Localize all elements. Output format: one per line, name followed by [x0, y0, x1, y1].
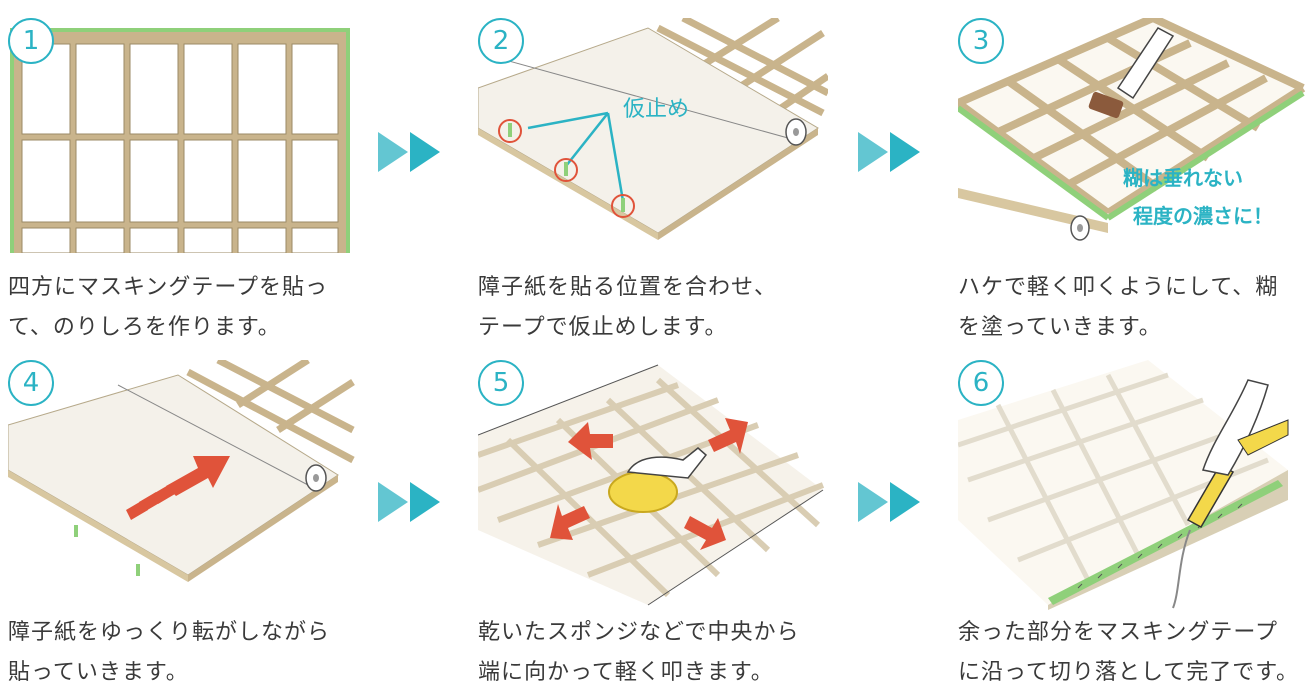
next-step-arrow-icon [858, 482, 920, 522]
step-5-illustration [478, 364, 825, 606]
step-3-note-line-1: 糊は垂れない [1123, 166, 1243, 190]
step-2-caption: 障子紙を貼る位置を合わせ、 テープで仮止めします。 [478, 268, 777, 348]
step-3: 糊は垂れない 程度の濃さに！ 3 ハケで軽く叩くようにして、糊 を塗っていきます… [958, 18, 1308, 348]
step-4: 4 障子紙をゆっくり転がしながら 貼っていきます。 [8, 360, 358, 695]
step-6-caption: 余った部分をマスキングテープ に沿って切り落として完了です。 [958, 613, 1299, 693]
caption-line: に沿って切り落として完了です。 [958, 660, 1300, 685]
step-6-illustration [958, 360, 1289, 610]
step-6: 6 余った部分をマスキングテープ に沿って切り落として完了です。 [958, 360, 1308, 695]
caption-line: 四方にマスキングテープを貼っ [8, 275, 329, 300]
step-number-badge: 2 [478, 18, 524, 64]
step-5: 5 乾いたスポンジなどで中央から 端に向かって軽く叩きます。 [478, 360, 838, 695]
caption-line: 端に向かって軽く叩きます。 [478, 660, 774, 685]
sponge-icon [608, 447, 708, 513]
step-1-caption: 四方にマスキングテープを貼っ て、のりしろを作ります。 [8, 268, 328, 348]
step-number-badge: 5 [478, 360, 524, 406]
step-number-badge: 3 [958, 18, 1004, 64]
step-3-caption: ハケで軽く叩くようにして、糊 を塗っていきます。 [958, 268, 1278, 348]
step-number-badge: 4 [8, 360, 54, 406]
caption-line: ハケで軽く叩くようにして、糊 [958, 275, 1279, 300]
caption-line: 余った部分をマスキングテープ [958, 620, 1279, 645]
step-5-caption: 乾いたスポンジなどで中央から 端に向かって軽く叩きます。 [478, 613, 800, 693]
step-number-badge: 1 [8, 18, 54, 64]
step-3-illustration: 糊は垂れない 程度の濃さに！ [958, 18, 1306, 241]
step-1-illustration [10, 28, 350, 253]
next-step-arrow-icon [378, 482, 440, 522]
brush-icon [1088, 27, 1175, 119]
direction-arrow-icon [126, 456, 230, 520]
caption-line: を塗っていきます。 [958, 315, 1162, 340]
step-2-note: 仮止め [623, 97, 689, 122]
step-2-illustration: 仮止め [478, 18, 828, 240]
step-2: 仮止め 2 障子紙を貼る位置を合わせ、 テープで仮止めします。 [478, 18, 838, 348]
step-1: 1 四方にマスキングテープを貼っ て、のりしろを作ります。 [8, 18, 358, 348]
next-step-arrow-icon [858, 132, 920, 172]
caption-line: 障子紙を貼る位置を合わせ、 [478, 275, 778, 300]
caption-line: 障子紙をゆっくり転がしながら [8, 620, 331, 645]
step-4-illustration [8, 360, 355, 582]
next-step-arrow-icon [378, 132, 440, 172]
caption-line: て、のりしろを作ります。 [8, 315, 281, 340]
cutter-knife-icon [1172, 379, 1289, 609]
step-4-caption: 障子紙をゆっくり転がしながら 貼っていきます。 [8, 613, 330, 693]
caption-line: 乾いたスポンジなどで中央から [478, 620, 800, 645]
step-3-note-line-2: 程度の濃さに！ [1133, 204, 1273, 228]
direction-arrows-icon [550, 418, 748, 550]
caption-line: 貼っていきます。 [8, 660, 189, 685]
step-number-badge: 6 [958, 360, 1004, 406]
caption-line: テープで仮止めします。 [478, 315, 728, 340]
